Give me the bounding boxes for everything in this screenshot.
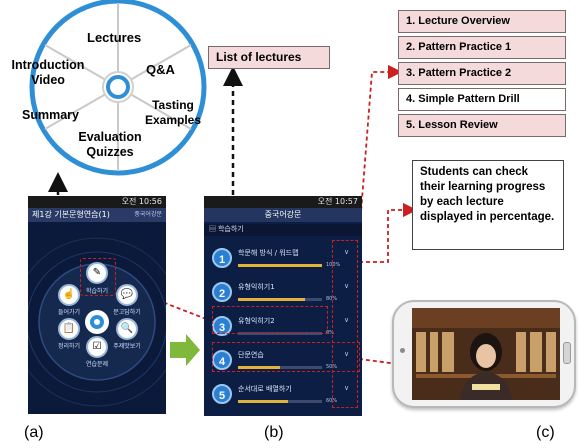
lecture-row-name: 유형익히기1 — [238, 283, 275, 291]
menu-label-learn: 학습하기 — [85, 288, 109, 295]
lecture-item-1: 1. Lecture Overview — [398, 10, 566, 33]
phone-screen-a: 오전 10:56 제1강 기본문형연습(1) 중국어강문 ✎ 학습하기 ☝ 들어… — [28, 196, 166, 414]
chevron-down-icon[interactable]: ∨ — [344, 248, 350, 256]
chevron-down-icon[interactable]: ∨ — [344, 350, 350, 358]
qa-icon[interactable]: 💬 — [116, 284, 138, 306]
lecture-row-1[interactable]: 1 학문해 방식 / 워드맵 — [212, 242, 326, 278]
progress-bar — [238, 400, 322, 403]
chevron-down-icon[interactable]: ∨ — [344, 316, 350, 324]
phone-b-header: 중국어강문 — [204, 208, 362, 222]
lecture-row-number: 3 — [212, 316, 232, 336]
percentage-highlight-box — [332, 240, 358, 408]
lecture-video-frame — [412, 308, 560, 400]
panel-label-c: (c) — [536, 424, 555, 441]
summary-icon[interactable]: 📋 — [58, 318, 80, 340]
tablet-camera — [400, 348, 405, 353]
status-bar: 오전 10:56 — [28, 196, 166, 208]
chevron-down-icon[interactable]: ∨ — [344, 282, 350, 290]
lecture-row-name: 순서대로 배열하기 — [238, 385, 292, 393]
progress-percentage: 100% — [326, 262, 341, 268]
lecture-row-number: 4 — [212, 350, 232, 370]
menu-ring — [28, 237, 166, 407]
menu-label-summary: 정리하기 — [57, 343, 81, 350]
quiz-icon[interactable]: ☑ — [86, 336, 108, 358]
progress-bar-fill — [238, 366, 280, 369]
panel-label-b: (b) — [264, 424, 284, 441]
lecture-row-name: 학문해 방식 / 워드맵 — [238, 249, 299, 257]
row1-highlight-box — [212, 306, 328, 334]
progress-percentage: 50% — [326, 364, 338, 370]
feature-wheel — [29, 0, 207, 176]
lecture-row-2[interactable]: 2 유형익히기1 — [212, 276, 326, 312]
lecture-item-3: 3. Pattern Practice 2 — [398, 62, 566, 85]
wheel-segment-evaluation-quizzes: Evaluation Quizzes — [78, 130, 142, 159]
chevron-down-icon[interactable]: ∨ — [344, 384, 350, 392]
wheel-segment-lectures: Lectures — [87, 30, 142, 45]
progress-info-box: Students can check their learning progre… — [412, 160, 564, 250]
lecture-item-2: 2. Pattern Practice 1 — [398, 36, 566, 59]
lecture-row-name: 유형익히기2 — [238, 317, 275, 325]
phone-a-title-text: 제1강 기본문형연습(1) — [32, 210, 110, 219]
wheel-segment-tasting-examples: Tasting Examples — [144, 98, 202, 127]
lecture-row-5[interactable]: 5 순서대로 배열하기 — [212, 378, 326, 414]
tablet-home-button — [563, 342, 571, 364]
enter-icon[interactable]: ☝ — [58, 284, 80, 306]
lecture-row-name: 단문연습 — [238, 351, 264, 359]
lecture-row-4[interactable]: 4 단문연습 — [212, 344, 326, 380]
menu-label-quiz: 연습문제 — [85, 361, 109, 368]
progress-bar-fill — [238, 264, 322, 267]
menu-label-enter: 들어가기 — [57, 309, 81, 316]
row4-highlight-box — [212, 342, 360, 372]
subheader-icon: ▤ — [209, 226, 218, 233]
menu-label-qa: 문고답하기 — [113, 309, 141, 316]
progress-bar — [238, 264, 322, 267]
wheel-segment-qa: Q&A — [146, 62, 175, 77]
lecture-row-number: 5 — [212, 384, 232, 404]
topic-icon[interactable]: 🔍 — [116, 318, 138, 340]
lecture-row-number: 2 — [212, 282, 232, 302]
progress-bar-fill — [238, 298, 306, 301]
lecture-item-4: 4. Simple Pattern Drill — [398, 88, 566, 111]
wheel-segment-introduction-video: Introduction Video — [11, 58, 85, 87]
progress-bar-fill — [238, 400, 289, 403]
phone-a-title: 제1강 기본문형연습(1) 중국어강문 — [28, 208, 166, 222]
status-bar-b: 오전 10:57 — [204, 196, 362, 208]
progress-percentage: 60% — [326, 398, 338, 404]
progress-percentage: 80% — [326, 296, 338, 302]
lecture-row-number: 1 — [212, 248, 232, 268]
progress-bar — [238, 366, 322, 369]
lecture-item-5: 5. Lesson Review — [398, 114, 566, 137]
list-of-lectures-label: List of lectures — [208, 46, 330, 69]
panel-label-a: (a) — [24, 424, 44, 441]
learn-highlight-box — [80, 258, 116, 296]
progress-percentage: 0% — [326, 330, 334, 336]
menu-label-topic: 주제맛보기 — [113, 343, 141, 350]
learn-icon[interactable]: ✎ — [86, 262, 108, 284]
progress-bar — [238, 298, 322, 301]
phone-a-title-right: 중국어강문 — [134, 211, 162, 218]
phone-b-subheader: ▤ 학습하기 — [204, 224, 362, 236]
wheel-segment-summary: Summary — [22, 108, 79, 122]
